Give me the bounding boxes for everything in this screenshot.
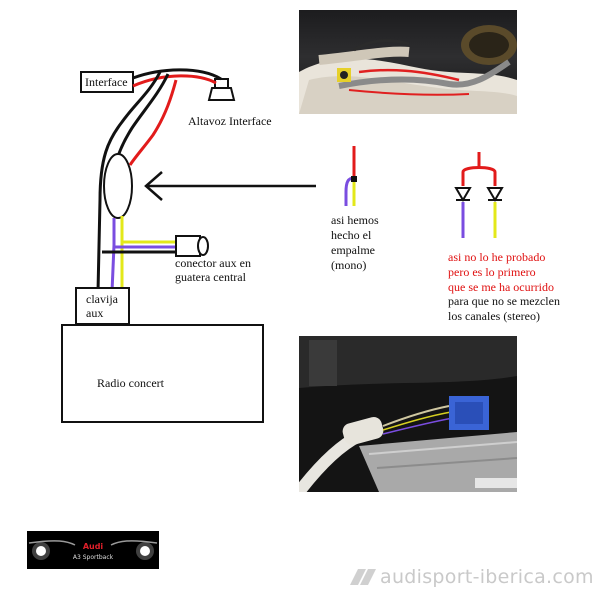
- stereo-note-4: para que no se mezclen: [448, 294, 560, 308]
- wire-black-interface-speaker: [132, 68, 222, 81]
- clavija-label-1: clavija: [86, 292, 118, 306]
- stereo-note-5: los canales (stereo): [448, 309, 540, 323]
- photo-radio-connector: [299, 336, 517, 492]
- photo-splice: [299, 10, 517, 114]
- stereo-note-1: asi no lo he probado: [448, 250, 546, 264]
- audi-model-text: A3 Sportback: [72, 554, 114, 561]
- interface-label: Interface: [85, 75, 128, 89]
- mono-label-1: asi hemos: [331, 213, 379, 227]
- aux-connector-icon: [175, 235, 209, 257]
- stereo-note-3: que se me ha ocurrido: [448, 280, 554, 294]
- interface-box: [80, 71, 134, 93]
- splice-oval: [103, 153, 133, 219]
- audi-badge-image: Audi A3 Sportback: [27, 531, 159, 569]
- wire-red-down: [128, 79, 178, 166]
- mono-splice-symbol: [344, 146, 357, 206]
- wire-red-interface-speaker: [132, 74, 217, 88]
- mono-label-3: empalme: [331, 243, 375, 257]
- speaker-icon: [207, 78, 236, 101]
- clavija-label-2: aux: [86, 306, 104, 320]
- watermark-text: audisport-iberica.com: [380, 566, 594, 588]
- clavija-aux-box: [75, 287, 130, 325]
- stereo-note-2: pero es lo primero: [448, 265, 536, 279]
- mono-label-2: hecho el: [331, 228, 372, 242]
- radio-label: Radio concert: [97, 376, 164, 390]
- stereo-diode-symbol: [454, 152, 504, 238]
- conector-label-1: conector aux en: [175, 256, 251, 270]
- wire-black-main: [96, 71, 162, 293]
- arrow-to-splice: [144, 171, 316, 201]
- watermark-logo-icon: [350, 569, 376, 585]
- altavoz-label: Altavoz Interface: [188, 114, 272, 128]
- wire-purple: [110, 218, 116, 293]
- mono-label-4: (mono): [331, 258, 367, 272]
- audi-brand-text: Audi: [82, 542, 104, 551]
- radio-box: [61, 324, 264, 423]
- conector-label-2: guatera central: [175, 270, 246, 284]
